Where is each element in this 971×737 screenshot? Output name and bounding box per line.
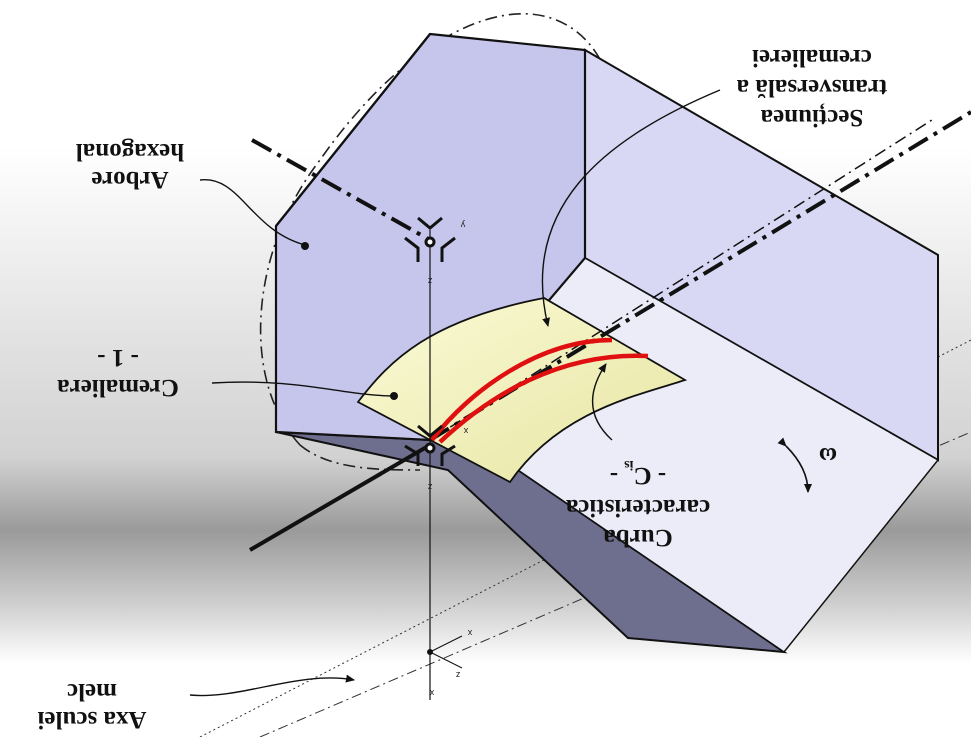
upper-coordinate-frame bbox=[404, 216, 456, 262]
label-section-line2: transversală a bbox=[736, 74, 887, 101]
axis-letter-z-upper: z bbox=[427, 276, 432, 286]
leader-section bbox=[541, 89, 721, 327]
axis-letter-x-lower: x bbox=[463, 426, 468, 436]
leader-curve bbox=[592, 363, 613, 441]
z-axis-line bbox=[248, 443, 432, 552]
hob-envelope-ellipse bbox=[259, 13, 616, 471]
axis-letter-y-bottom: x bbox=[429, 688, 434, 698]
characteristic-curve-2 bbox=[438, 353, 649, 444]
hob-axis-upper bbox=[251, 138, 431, 242]
label-curve-line3: - Cis- bbox=[610, 457, 666, 489]
axis-letter-z-lower: z bbox=[427, 482, 432, 492]
label-hob-line1: Arbore bbox=[91, 166, 168, 193]
axis-letter-x-bottom: x bbox=[467, 628, 472, 638]
label-section-line3: cremalierei bbox=[752, 44, 872, 71]
label-curve-line1: Curba bbox=[603, 524, 673, 551]
label-curve-line2: caracteristica bbox=[565, 494, 710, 521]
leader-hob-dot bbox=[301, 242, 309, 250]
label-tool-axis-line1: Axa sculei bbox=[37, 706, 146, 733]
lower-coordinate-frame bbox=[404, 424, 456, 466]
hob-axis-main bbox=[428, 110, 971, 442]
leader-tool-axis bbox=[189, 674, 355, 697]
axis-letter-y-upper: y bbox=[460, 220, 465, 230]
omega-angle-arc bbox=[777, 437, 812, 493]
leader-hob bbox=[199, 179, 306, 246]
label-rack-line2: - 1 - bbox=[97, 344, 139, 371]
leader-rack bbox=[211, 381, 393, 397]
label-rack-line1: Cremaliera bbox=[57, 374, 179, 401]
axis-letter-z-bottom: z bbox=[455, 670, 460, 680]
label-hob-line2: hexagonal bbox=[76, 138, 184, 165]
leader-rack-dot bbox=[390, 392, 398, 400]
label-tool-axis-line2: melc bbox=[67, 678, 117, 705]
bottom-coordinate-frame bbox=[427, 635, 463, 690]
hob-top-edge bbox=[275, 33, 431, 227]
characteristic-curve-1 bbox=[430, 337, 613, 442]
label-omega: ω bbox=[819, 442, 837, 469]
label-section-line1: Secțiunea bbox=[760, 103, 863, 131]
